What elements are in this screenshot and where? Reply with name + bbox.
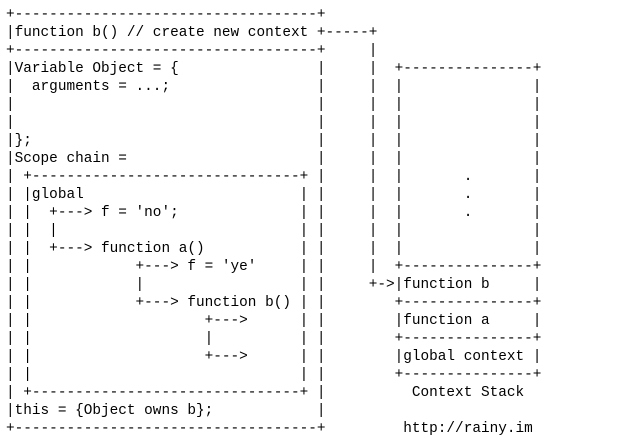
- diagram-line: | | +---> | | |global context |: [6, 349, 542, 365]
- diagram-line: | +-------------------------------+ | Co…: [6, 385, 525, 401]
- diagram-line: | | +---> f = 'ye' | | | +--------------…: [6, 259, 542, 275]
- diagram-line: | arguments = ...; | | | |: [6, 79, 542, 95]
- diagram-line: | | | | +---------------+: [6, 367, 542, 383]
- diagram-line: | | | | | +---------------+: [6, 331, 542, 347]
- diagram-line: |this = {Object owns b}; |: [6, 403, 326, 419]
- diagram-line: | |global | | | | . |: [6, 187, 542, 203]
- diagram-line: | | | | |: [6, 115, 542, 131]
- diagram-line: | +-------------------------------+ | | …: [6, 169, 542, 185]
- diagram-line: |Scope chain = | | | |: [6, 151, 542, 167]
- diagram-line: | | +---> function a() | | | | |: [6, 241, 542, 257]
- diagram-line: | | | | | | | |: [6, 223, 542, 239]
- diagram-line: |Variable Object = { | | +--------------…: [6, 61, 542, 77]
- diagram-line: +-----------------------------------+ |: [6, 43, 378, 59]
- diagram-line: | | +---> function b() | | +------------…: [6, 295, 542, 311]
- diagram-line: | | +---> | | |function a |: [6, 313, 542, 329]
- diagram-line: |}; | | | |: [6, 133, 542, 149]
- diagram-line: | | | | | +->|function b |: [6, 277, 542, 293]
- diagram-line: | | | | |: [6, 97, 542, 113]
- diagram-line: | | +---> f = 'no'; | | | | . |: [6, 205, 542, 221]
- diagram-line: |function b() // create new context +---…: [6, 25, 378, 41]
- diagram-line: +-----------------------------------+: [6, 7, 326, 23]
- diagram-line: +-----------------------------------+ ht…: [6, 421, 533, 437]
